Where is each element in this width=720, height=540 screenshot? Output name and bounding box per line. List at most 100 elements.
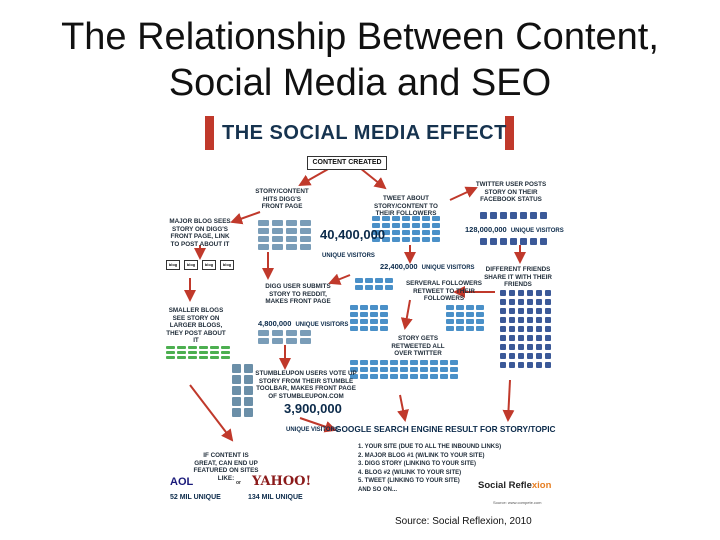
- arrow-smaller-to-content: [189, 384, 234, 442]
- stat-stumble: 3,900,000 UNIQUE VISITORS: [284, 400, 342, 436]
- digg-icon: [286, 236, 297, 242]
- aol-logo: AOL: [170, 476, 194, 488]
- facebook-icon-grid: [480, 212, 551, 368]
- twitter-icon: [410, 360, 418, 365]
- digg-icon: [258, 244, 269, 250]
- twitter-icon: [370, 305, 378, 310]
- twitter-icon: [360, 305, 368, 310]
- facebook-icon: [510, 238, 517, 245]
- logo-text-a: Social Refle: [478, 480, 532, 491]
- facebook-icon: [500, 344, 506, 350]
- stat-reddit: 4,800,000 UNIQUE VISITORS: [258, 319, 348, 328]
- facebook-icon: [500, 326, 506, 332]
- twitter-icon: [430, 374, 438, 379]
- twitter-icon: [410, 367, 418, 372]
- infographic-title: THE SOCIAL MEDIA EFFECT: [222, 122, 507, 144]
- stat-digg-label: UNIQUE VISITORS: [322, 253, 375, 259]
- facebook-icon: [500, 353, 506, 359]
- twitter-icon: [476, 326, 484, 331]
- twitter-icon: [380, 360, 388, 365]
- stumbleupon-icon: [244, 408, 253, 417]
- twitter-icon: [360, 374, 368, 379]
- twitter-icon: [355, 278, 363, 283]
- twitter-icon: [476, 319, 484, 324]
- arrow-content-to-digg: [298, 167, 331, 186]
- twitter-icon: [422, 216, 430, 221]
- list-item: 2. MAJOR BLOG #1 (W/LINK TO YOUR SITE): [358, 452, 485, 459]
- twitter-icon: [350, 360, 358, 365]
- digg-icon: [272, 228, 283, 234]
- node-digg-submits: DIGG USER SUBMITS STORY TO REDDIT, MAKES…: [265, 283, 331, 305]
- twitter-icon: [360, 367, 368, 372]
- twitter-icon: [380, 367, 388, 372]
- twitter-icon: [420, 360, 428, 365]
- node-stumbleupon: STUMBLEUPON USERS VOTE UP STORY FROM THE…: [255, 370, 357, 400]
- facebook-icon: [500, 362, 506, 368]
- facebook-icon: [500, 335, 506, 341]
- digg-icon: [272, 236, 283, 242]
- twitter-icon: [392, 216, 400, 221]
- facebook-icon: [480, 238, 487, 245]
- arrow-digg-to-majorblog: [230, 211, 261, 225]
- green-blog-icon: [199, 346, 208, 349]
- digg-icon: [300, 236, 311, 242]
- facebook-icon: [536, 317, 542, 323]
- or-label: or: [236, 480, 241, 486]
- green-blog-icon: [199, 351, 208, 354]
- social-reflexion-logo: Social Reflexion: [478, 480, 551, 491]
- twitter-icon: [370, 326, 378, 331]
- stumbleupon-icon: [244, 386, 253, 395]
- node-retweet: SERVERAL FOLLOWERS RETWEET TO THEIR FOLL…: [405, 280, 483, 302]
- digg-icon: [300, 338, 311, 344]
- slide-title: The Relationship Between Content, Social…: [0, 14, 720, 106]
- facebook-icon: [536, 326, 542, 332]
- twitter-icon: [400, 367, 408, 372]
- twitter-icon: [466, 305, 474, 310]
- stat-twitter-label: UNIQUE VISITORS: [421, 265, 475, 271]
- digg-icon: [286, 220, 297, 226]
- twitter-icon: [446, 319, 454, 324]
- facebook-icon: [509, 344, 515, 350]
- stumbleupon-icon: [244, 397, 253, 406]
- digg-icon: [258, 228, 269, 234]
- stat-reddit-value: 4,800,000: [258, 319, 292, 328]
- twitter-icon: [402, 237, 410, 242]
- twitter-icon: [446, 312, 454, 317]
- arrow-friends-to-google: [502, 379, 515, 422]
- title-line-2: Social Media and SEO: [168, 62, 552, 104]
- stumbleupon-icon: [232, 386, 241, 395]
- title-line-1: The Relationship Between Content,: [61, 16, 659, 58]
- digg-icon: [286, 330, 297, 336]
- facebook-icon: [530, 212, 537, 219]
- content-created-box: CONTENT CREATED: [307, 156, 387, 170]
- facebook-icon: [527, 299, 533, 305]
- facebook-icon: [527, 353, 533, 359]
- stat-reddit-label: UNIQUE VISITORS: [295, 322, 349, 328]
- facebook-icon: [500, 317, 506, 323]
- twitter-icon: [370, 319, 378, 324]
- twitter-icon: [365, 285, 373, 290]
- twitter-icon: [375, 285, 383, 290]
- facebook-icon: [527, 326, 533, 332]
- stat-digg-value: 40,400,000: [320, 227, 386, 242]
- facebook-icon: [490, 212, 497, 219]
- twitter-icon: [380, 374, 388, 379]
- facebook-icon: [510, 212, 517, 219]
- arrow-tweet-to-fb: [449, 186, 478, 201]
- facebook-icon: [527, 362, 533, 368]
- digg-icon-grid: [258, 220, 311, 344]
- twitter-icon: [450, 360, 458, 365]
- facebook-icon: [500, 290, 506, 296]
- facebook-icon: [518, 335, 524, 341]
- digg-icon: [286, 338, 297, 344]
- blog-box: blog: [202, 260, 216, 270]
- twitter-icon: [476, 305, 484, 310]
- twitter-icon: [440, 367, 448, 372]
- twitter-icon: [456, 305, 464, 310]
- digg-icon: [272, 330, 283, 336]
- facebook-icon: [520, 238, 527, 245]
- twitter-icon: [456, 326, 464, 331]
- twitter-icon: [430, 360, 438, 365]
- twitter-icon: [355, 285, 363, 290]
- stumbleupon-icon: [232, 375, 241, 384]
